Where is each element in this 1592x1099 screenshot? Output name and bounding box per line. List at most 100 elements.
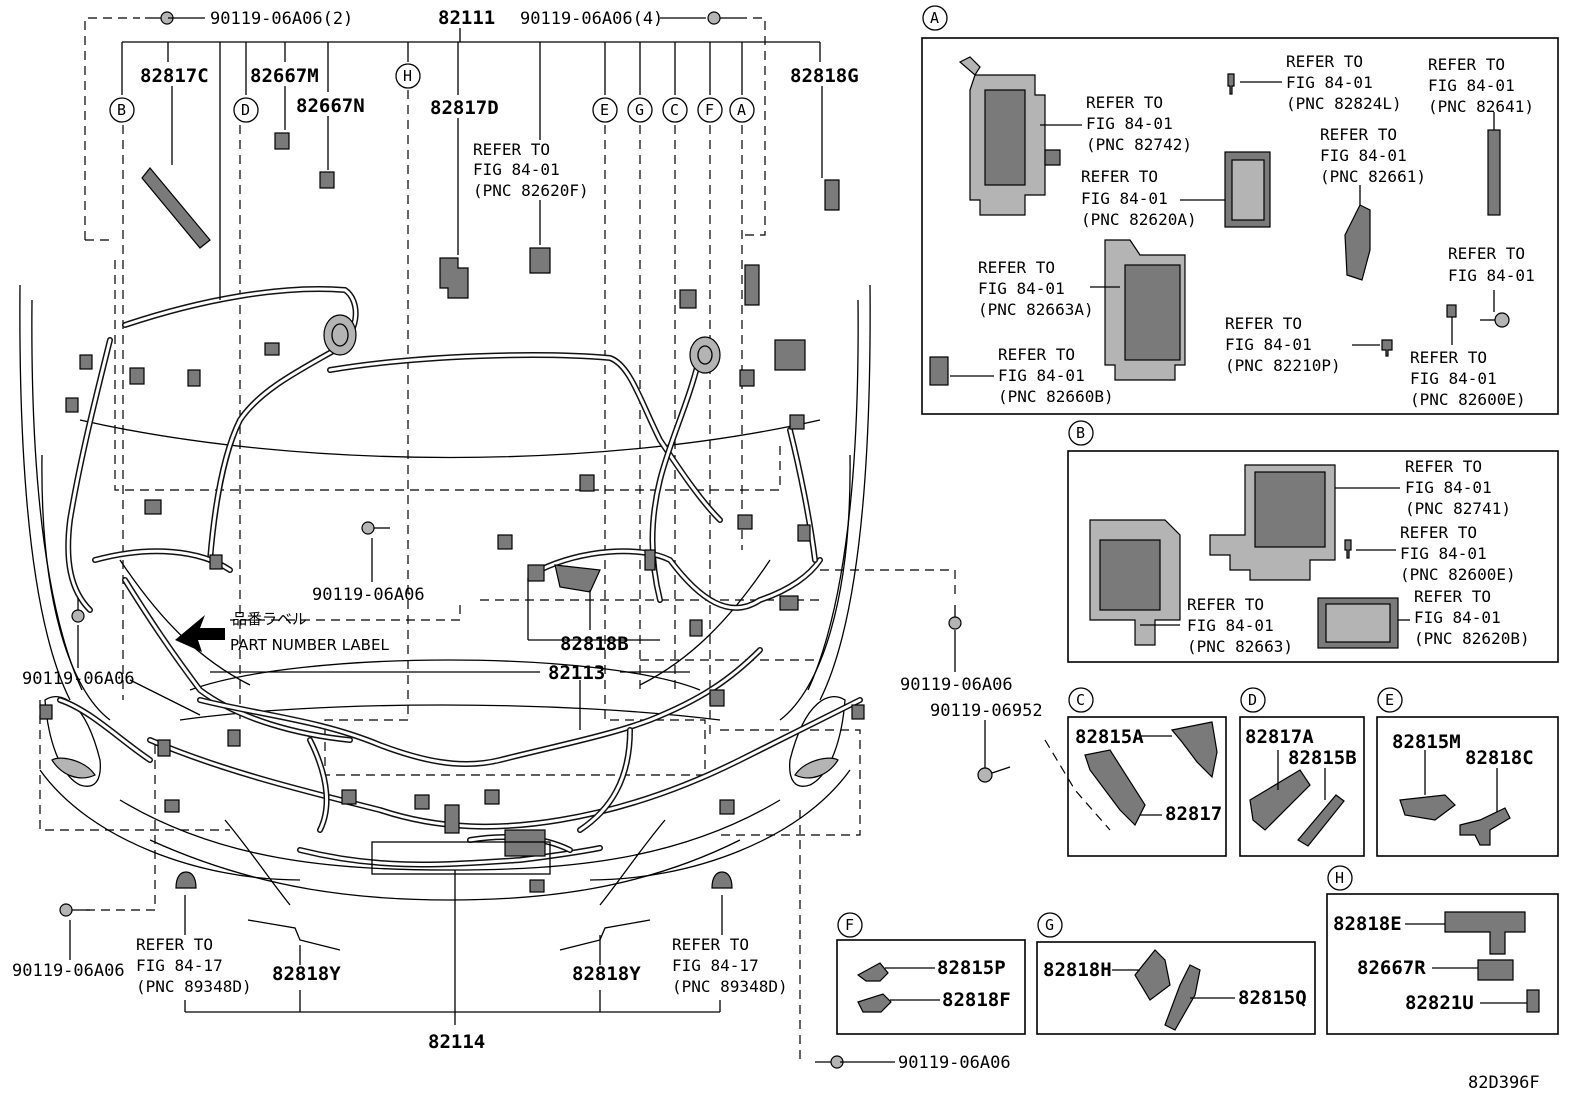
part-number-label-arrow: [175, 615, 225, 652]
ref-82210P: REFER TO FIG 84-01 (PNC 82210P): [1225, 314, 1341, 375]
callout-circle-h: H: [395, 63, 421, 89]
part-label-en: PART NUMBER LABEL: [230, 636, 389, 654]
inset-f-circle: F: [837, 912, 863, 938]
svg-text:FIG 84-01: FIG 84-01: [1086, 114, 1173, 133]
bolt-icon: [948, 605, 962, 630]
part-82817A-label: 82817A: [1245, 726, 1314, 748]
ref-82663A: REFER TO FIG 84-01 (PNC 82663A): [978, 258, 1094, 319]
svg-text:REFER TO: REFER TO: [1405, 457, 1482, 476]
part-82815A-label: 82815A: [1075, 726, 1144, 748]
part-82818B-label: 82818B: [560, 633, 629, 655]
svg-text:F: F: [705, 101, 714, 119]
inset-b-circle: B: [1068, 420, 1094, 446]
figure-code: 82D396F: [1468, 1073, 1540, 1093]
svg-text:REFER TO: REFER TO: [1414, 587, 1491, 606]
svg-text:FIG 84-01: FIG 84-01: [1187, 616, 1274, 635]
svg-text:REFER TO: REFER TO: [1187, 595, 1264, 614]
ref-82741: REFER TO FIG 84-01 (PNC 82741): [1405, 457, 1511, 518]
inset-b: B REFER TO FIG 84-01 (PNC 82741) REFER T…: [1067, 420, 1559, 663]
inset-c: C 82815A 82817: [1067, 687, 1227, 857]
bolt-label-2: 90119-06A06(2): [210, 9, 353, 29]
svg-text:REFER TO: REFER TO: [136, 935, 213, 954]
svg-text:FIG 84-01: FIG 84-01: [1448, 266, 1535, 285]
svg-text:REFER TO: REFER TO: [1320, 125, 1397, 144]
bolt-label-4: 90119-06A06(4): [520, 9, 663, 29]
inset-a: A REFER TO FIG 84-01 (PNC 82742) REFER T…: [921, 5, 1559, 415]
svg-text:(PNC 89348D): (PNC 89348D): [672, 977, 788, 996]
bolt-icon: [707, 11, 738, 25]
ref-89348D-left: REFER TO FIG 84-17 (PNC 89348D): [136, 935, 252, 996]
part-82817-label: 82817: [1165, 803, 1222, 825]
svg-text:FIG 84-01: FIG 84-01: [998, 366, 1085, 385]
inset-h: H 82818E 82667R 82821U: [1326, 865, 1559, 1035]
svg-text:B: B: [1076, 424, 1085, 442]
callout-circle-c: C: [662, 97, 688, 123]
bolt-icon: [815, 1055, 844, 1069]
svg-text:A: A: [737, 101, 746, 119]
inset-e: E 82815M 82818C: [1376, 687, 1559, 857]
svg-text:(PNC 82210P): (PNC 82210P): [1225, 356, 1341, 375]
inset-d: D 82817A 82815B: [1239, 687, 1365, 857]
svg-text:REFER TO: REFER TO: [1448, 244, 1525, 263]
svg-text:H: H: [403, 67, 412, 85]
svg-text:REFER TO: REFER TO: [1081, 167, 1158, 186]
grommets: [323, 314, 721, 374]
clips: [175, 871, 733, 889]
part-82815B-label: 82815B: [1288, 747, 1357, 769]
svg-text:(PNC 82741): (PNC 82741): [1405, 499, 1511, 518]
callout-circle-g: G: [627, 97, 653, 123]
svg-text:D: D: [241, 101, 250, 119]
svg-text:FIG 84-01: FIG 84-01: [1320, 146, 1407, 165]
part-82667R-label: 82667R: [1357, 957, 1426, 979]
part-82818Y-left-label: 82818Y: [272, 963, 341, 985]
bolt-icon: [1480, 312, 1510, 328]
part-82817D-label: 82817D: [430, 97, 499, 119]
callout-circle-a: A: [729, 97, 755, 123]
ref-82620F: REFER TO FIG 84-01 (PNC 82620F): [473, 140, 589, 200]
svg-text:FIG 84-01: FIG 84-01: [473, 160, 560, 179]
part-82818H-label: 82818H: [1043, 959, 1112, 981]
bracket-82818Y: [247, 919, 651, 951]
callout-circle-b: B: [109, 97, 135, 123]
svg-text:D: D: [1248, 691, 1257, 709]
dashed-reference-lines: [39, 17, 1111, 1060]
bolt-icon: [977, 766, 1011, 783]
svg-text:(PNC 82620A): (PNC 82620A): [1081, 210, 1197, 229]
svg-text:(PNC 82663A): (PNC 82663A): [978, 300, 1094, 319]
ref-82641: REFER TO FIG 84-01 (PNC 82641): [1428, 55, 1534, 116]
svg-text:FIG 84-01: FIG 84-01: [1400, 544, 1487, 563]
svg-text:G: G: [1045, 916, 1054, 934]
svg-text:(PNC 82620B): (PNC 82620B): [1414, 629, 1530, 648]
ref-82620B: REFER TO FIG 84-01 (PNC 82620B): [1414, 587, 1530, 648]
svg-text:(PNC 82824L): (PNC 82824L): [1286, 94, 1402, 113]
svg-text:FIG 84-01: FIG 84-01: [1405, 478, 1492, 497]
wire-harness-82114: [297, 834, 603, 868]
bolt-bottom-label: 90119-06A06: [898, 1053, 1011, 1073]
harness-82114-label: 82114: [428, 1031, 485, 1053]
ref-82660B: REFER TO FIG 84-01 (PNC 82660B): [998, 345, 1114, 406]
part-82667N-label: 82667N: [296, 95, 365, 117]
svg-text:(PNC 82600E): (PNC 82600E): [1400, 565, 1516, 584]
svg-text:REFER TO: REFER TO: [1286, 52, 1363, 71]
svg-text:FIG 84-01: FIG 84-01: [1225, 335, 1312, 354]
ref-82661: REFER TO FIG 84-01 (PNC 82661): [1320, 125, 1426, 186]
ref-bolt-a: REFER TO FIG 84-01: [1448, 244, 1535, 285]
inset-g-circle: G: [1037, 912, 1063, 938]
svg-text:H: H: [1335, 869, 1344, 887]
part-82815M-label: 82815M: [1392, 731, 1461, 753]
part-82818Y-right-label: 82818Y: [572, 963, 641, 985]
svg-text:C: C: [670, 101, 679, 119]
svg-text:FIG 84-01: FIG 84-01: [1428, 76, 1515, 95]
part-82818G-label: 82818G: [790, 65, 859, 87]
inset-a-circle: A: [922, 5, 948, 31]
part-82817C-label: 82817C: [140, 65, 209, 87]
part-82818F-label: 82818F: [942, 989, 1011, 1011]
svg-text:REFER TO: REFER TO: [1400, 523, 1477, 542]
part-82815P-label: 82815P: [937, 957, 1006, 979]
callout-circle-e: E: [592, 97, 618, 123]
svg-text:(PNC 82661): (PNC 82661): [1320, 167, 1426, 186]
svg-text:FIG 84-01: FIG 84-01: [1410, 369, 1497, 388]
inset-g: G 82818H 82815Q: [1036, 912, 1316, 1035]
callout-circle-f: F: [697, 97, 723, 123]
